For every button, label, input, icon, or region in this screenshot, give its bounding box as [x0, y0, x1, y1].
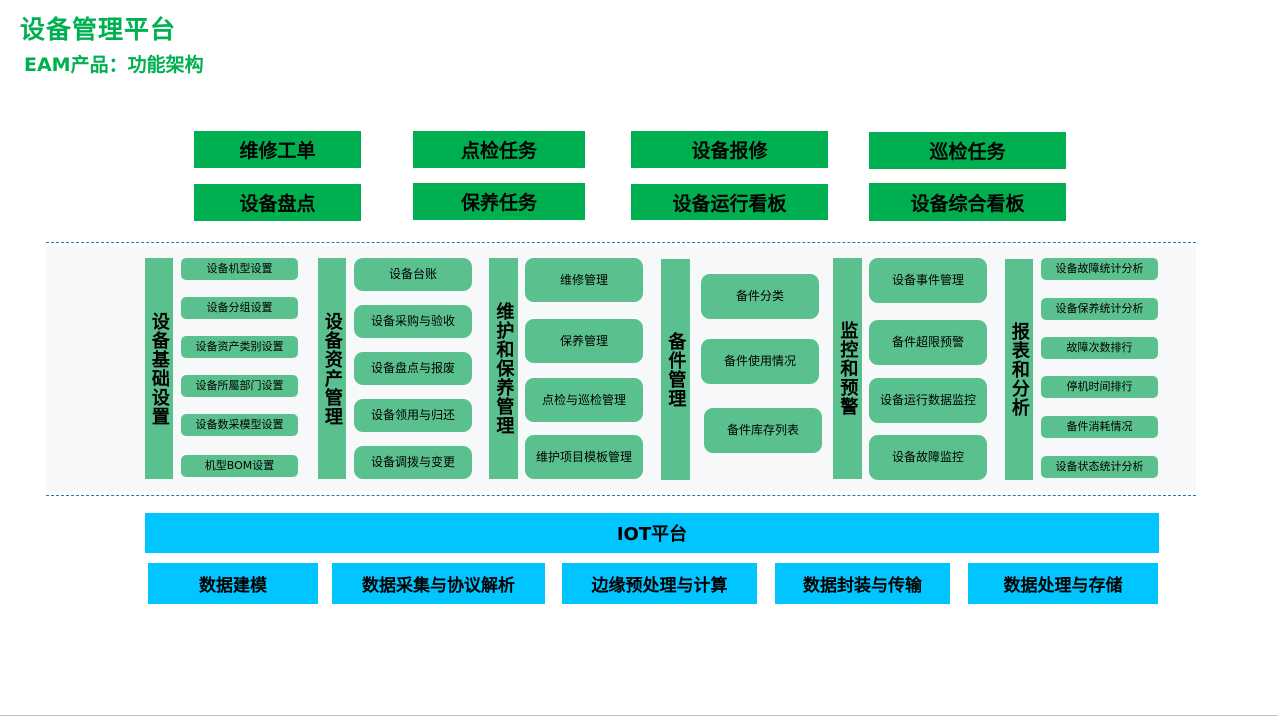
item-bom-settings[interactable]: 机型BOM设置 — [181, 455, 298, 477]
iot-platform-bar[interactable]: IOT平台 — [145, 513, 1159, 553]
top-module-patrol-task[interactable]: 巡检任务 — [869, 132, 1066, 169]
item-fault-count-ranking[interactable]: 故障次数排行 — [1041, 337, 1158, 359]
item-model-settings[interactable]: 设备机型设置 — [181, 258, 298, 280]
divider-bottom — [46, 495, 1196, 496]
category-spare-parts[interactable]: 备件管理 — [661, 259, 690, 480]
page-title: 设备管理平台 — [20, 15, 177, 44]
item-data-model-settings[interactable]: 设备数采模型设置 — [181, 414, 298, 436]
item-fault-statistics[interactable]: 设备故障统计分析 — [1041, 258, 1158, 280]
item-purchase-acceptance[interactable]: 设备采购与验收 — [354, 305, 472, 338]
item-upkeep-statistics[interactable]: 设备保养统计分析 — [1041, 298, 1158, 320]
item-transfer-change[interactable]: 设备调拨与变更 — [354, 446, 472, 479]
item-spare-usage[interactable]: 备件使用情况 — [701, 339, 819, 384]
category-maintenance-management[interactable]: 维护和保养管理 — [489, 258, 518, 479]
item-repair-management[interactable]: 维修管理 — [525, 258, 643, 302]
item-inventory-scrap[interactable]: 设备盘点与报废 — [354, 352, 472, 385]
top-module-inspection-task[interactable]: 点检任务 — [413, 131, 585, 168]
top-module-maintenance-task[interactable]: 保养任务 — [413, 183, 585, 220]
category-reports-analysis[interactable]: 报表和分析 — [1005, 259, 1033, 480]
item-template-management[interactable]: 维护项目模板管理 — [525, 435, 643, 479]
page-subtitle: EAM产品：功能架构 — [24, 54, 204, 76]
top-module-repair-report[interactable]: 设备报修 — [631, 131, 828, 168]
iot-edge-computing[interactable]: 边缘预处理与计算 — [562, 563, 757, 604]
top-module-repair-order[interactable]: 维修工单 — [194, 131, 361, 168]
item-spare-category[interactable]: 备件分类 — [701, 274, 819, 319]
category-asset-management[interactable]: 设备资产管理 — [318, 258, 346, 479]
category-monitoring-alerts[interactable]: 监控和预警 — [833, 258, 862, 479]
top-module-operation-dashboard[interactable]: 设备运行看板 — [631, 184, 828, 220]
item-runtime-data-monitor[interactable]: 设备运行数据监控 — [869, 378, 987, 423]
item-inspection-patrol-management[interactable]: 点检与巡检管理 — [525, 378, 643, 422]
iot-data-collection[interactable]: 数据采集与协议解析 — [332, 563, 545, 604]
item-department-settings[interactable]: 设备所屬部门设置 — [181, 375, 298, 397]
item-event-management[interactable]: 设备事件管理 — [869, 258, 987, 303]
item-asset-category-settings[interactable]: 设备资产类别设置 — [181, 336, 298, 358]
iot-data-transmission[interactable]: 数据封装与传输 — [775, 563, 950, 604]
item-status-statistics[interactable]: 设备状态统计分析 — [1041, 456, 1158, 478]
iot-data-storage[interactable]: 数据处理与存储 — [968, 563, 1158, 604]
item-spare-stock-list[interactable]: 备件库存列表 — [704, 408, 822, 453]
item-upkeep-management[interactable]: 保养管理 — [525, 319, 643, 363]
item-spare-limit-alert[interactable]: 备件超限预警 — [869, 320, 987, 365]
category-basic-settings[interactable]: 设备基础设置 — [145, 258, 173, 479]
divider-top — [46, 242, 1196, 243]
item-fault-monitor[interactable]: 设备故障监控 — [869, 435, 987, 480]
iot-data-modeling[interactable]: 数据建模 — [148, 563, 318, 604]
top-module-overview-dashboard[interactable]: 设备综合看板 — [869, 183, 1066, 221]
item-borrow-return[interactable]: 设备领用与归还 — [354, 399, 472, 432]
item-asset-ledger[interactable]: 设备台账 — [354, 258, 472, 291]
item-group-settings[interactable]: 设备分组设置 — [181, 297, 298, 319]
top-module-stocktaking[interactable]: 设备盘点 — [194, 184, 361, 221]
footer-rule — [0, 715, 1278, 716]
item-spare-consumption[interactable]: 备件消耗情况 — [1041, 416, 1158, 438]
item-downtime-ranking[interactable]: 停机时间排行 — [1041, 376, 1158, 398]
